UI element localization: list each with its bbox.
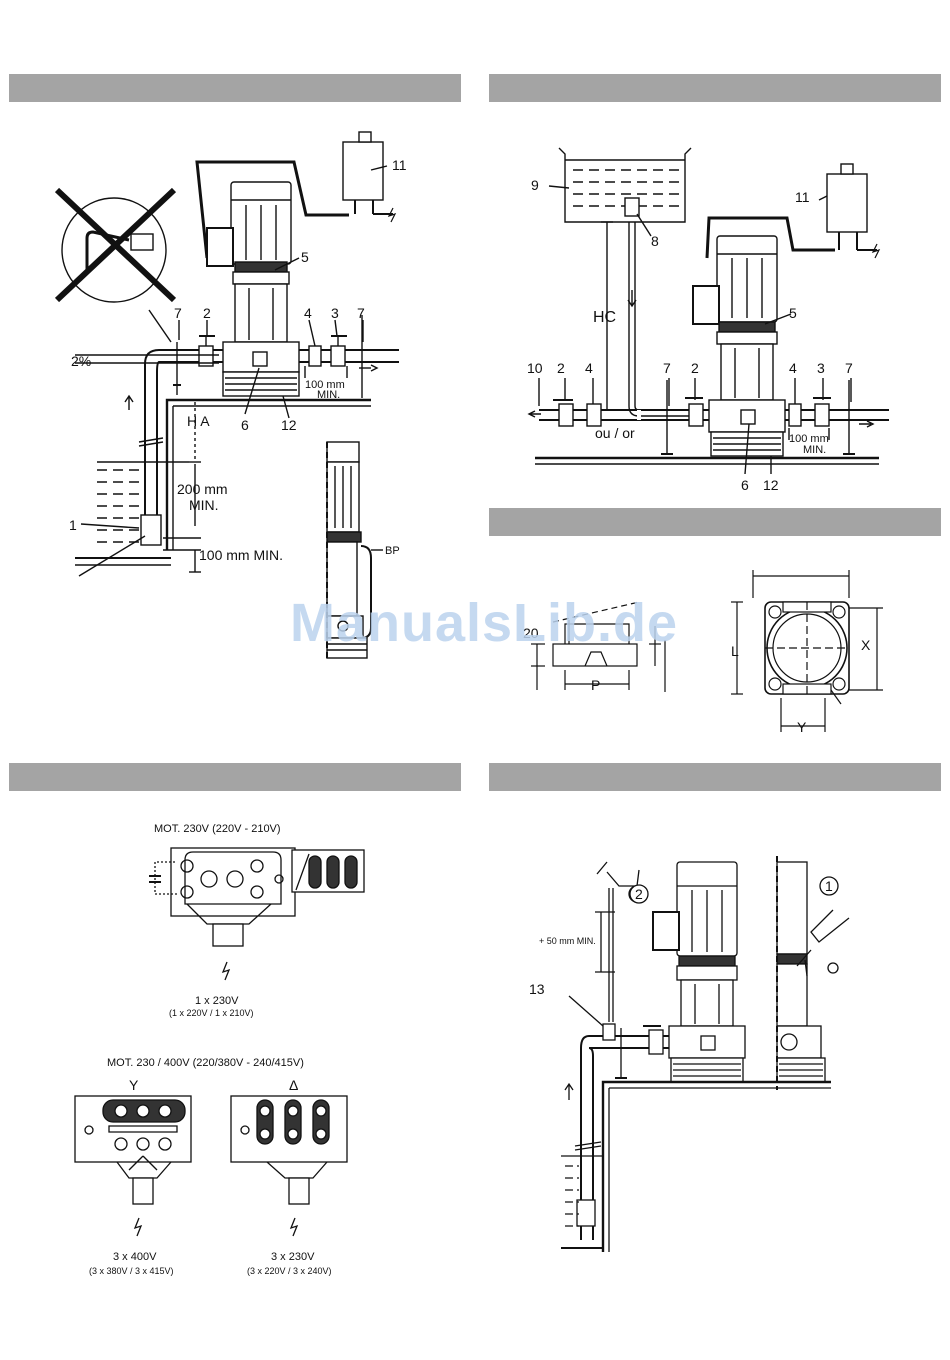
callout-13: 13 xyxy=(529,981,545,997)
section-bar-fig3 xyxy=(489,508,941,536)
min200-bottom-label: MIN. xyxy=(189,497,219,513)
wrong-install-circle xyxy=(61,197,167,303)
figure-charge-installation xyxy=(489,110,941,500)
callout-12: 12 xyxy=(281,417,297,433)
min100-bottom-label-2: MIN. xyxy=(803,444,826,456)
callout-7a: 7 xyxy=(174,305,182,321)
figure-suction-installation xyxy=(9,110,461,670)
mono-voltage: 1 x 230V xyxy=(195,995,239,1007)
mono-sub: (1 x 220V / 1 x 210V) xyxy=(169,1008,254,1018)
callout-11b: 11 xyxy=(795,189,810,205)
tri-title: MOT. 230 / 400V (220/380V - 240/415V) xyxy=(107,1057,304,1069)
section-bar-fig4 xyxy=(9,763,461,791)
section-bar-fig1 xyxy=(9,74,461,102)
callout-8: 8 xyxy=(651,233,659,249)
min100-top-label: 100 mm xyxy=(305,379,345,391)
min100-bottom-label: MIN. xyxy=(317,389,340,401)
mono-terminal-box xyxy=(170,847,296,917)
dim-l-label: L xyxy=(731,643,739,659)
slope-label: 2% xyxy=(71,353,91,369)
control-box xyxy=(342,141,384,201)
min100-top-label-2: 100 mm xyxy=(789,433,829,445)
callout-5b: 5 xyxy=(789,305,797,321)
callout-4c: 4 xyxy=(789,360,797,376)
control-box-2 xyxy=(826,173,868,233)
section-bar-fig5 xyxy=(489,763,941,791)
watermark: ManualsLib.de xyxy=(290,593,679,653)
section-bar-fig2 xyxy=(489,74,941,102)
delta-voltage: 3 x 230V xyxy=(271,1251,315,1263)
min50-label: + 50 mm MIN. xyxy=(539,936,596,946)
callout-7c: 7 xyxy=(663,360,671,376)
callout-12b: 12 xyxy=(763,477,779,493)
callout-6: 6 xyxy=(241,417,249,433)
step-2-circle xyxy=(629,884,649,904)
callout-2b: 2 xyxy=(557,360,565,376)
figure-wiring xyxy=(9,800,461,1300)
dim-p-label: P xyxy=(591,677,600,693)
callout-1: 1 xyxy=(69,517,77,533)
callout-3: 3 xyxy=(331,305,339,321)
callout-11: 11 xyxy=(392,157,407,173)
callout-4b: 4 xyxy=(585,360,593,376)
dim-20-label: 20 xyxy=(523,625,539,641)
step-1-circle xyxy=(819,876,839,896)
figure-priming xyxy=(489,800,941,1270)
callout-10: 10 xyxy=(527,360,543,376)
dim-y-label: Y xyxy=(797,719,807,735)
min200-top-label: 200 mm xyxy=(177,481,228,497)
callout-2c: 2 xyxy=(691,360,699,376)
callout-2: 2 xyxy=(203,305,211,321)
ha-label: H A xyxy=(187,413,210,429)
star-voltage: 3 x 400V xyxy=(113,1251,157,1263)
delta-sub: (3 x 220V / 3 x 240V) xyxy=(247,1266,332,1276)
mono-title: MOT. 230V (220V - 210V) xyxy=(154,823,281,835)
star-label: Y xyxy=(129,1077,139,1093)
callout-5: 5 xyxy=(301,249,309,265)
bp-label: BP xyxy=(385,545,400,557)
callout-7b: 7 xyxy=(357,305,365,321)
step-2-label: 2 xyxy=(635,886,643,902)
step-1-label: 1 xyxy=(825,878,833,894)
star-sub: (3 x 380V / 3 x 415V) xyxy=(89,1266,174,1276)
callout-6b: 6 xyxy=(741,477,749,493)
callout-3b: 3 xyxy=(817,360,825,376)
callout-9: 9 xyxy=(531,177,539,193)
callout-4: 4 xyxy=(304,305,312,321)
dim-x-label: X xyxy=(861,637,871,653)
pump-body xyxy=(234,283,288,343)
delta-label: Δ xyxy=(289,1077,298,1093)
figure-dimensions xyxy=(489,540,941,750)
callout-7d: 7 xyxy=(845,360,853,376)
hc-label: HC xyxy=(593,309,616,326)
min100-long-label: 100 mm MIN. xyxy=(199,547,283,563)
ou-or-label: ou / or xyxy=(595,425,635,441)
